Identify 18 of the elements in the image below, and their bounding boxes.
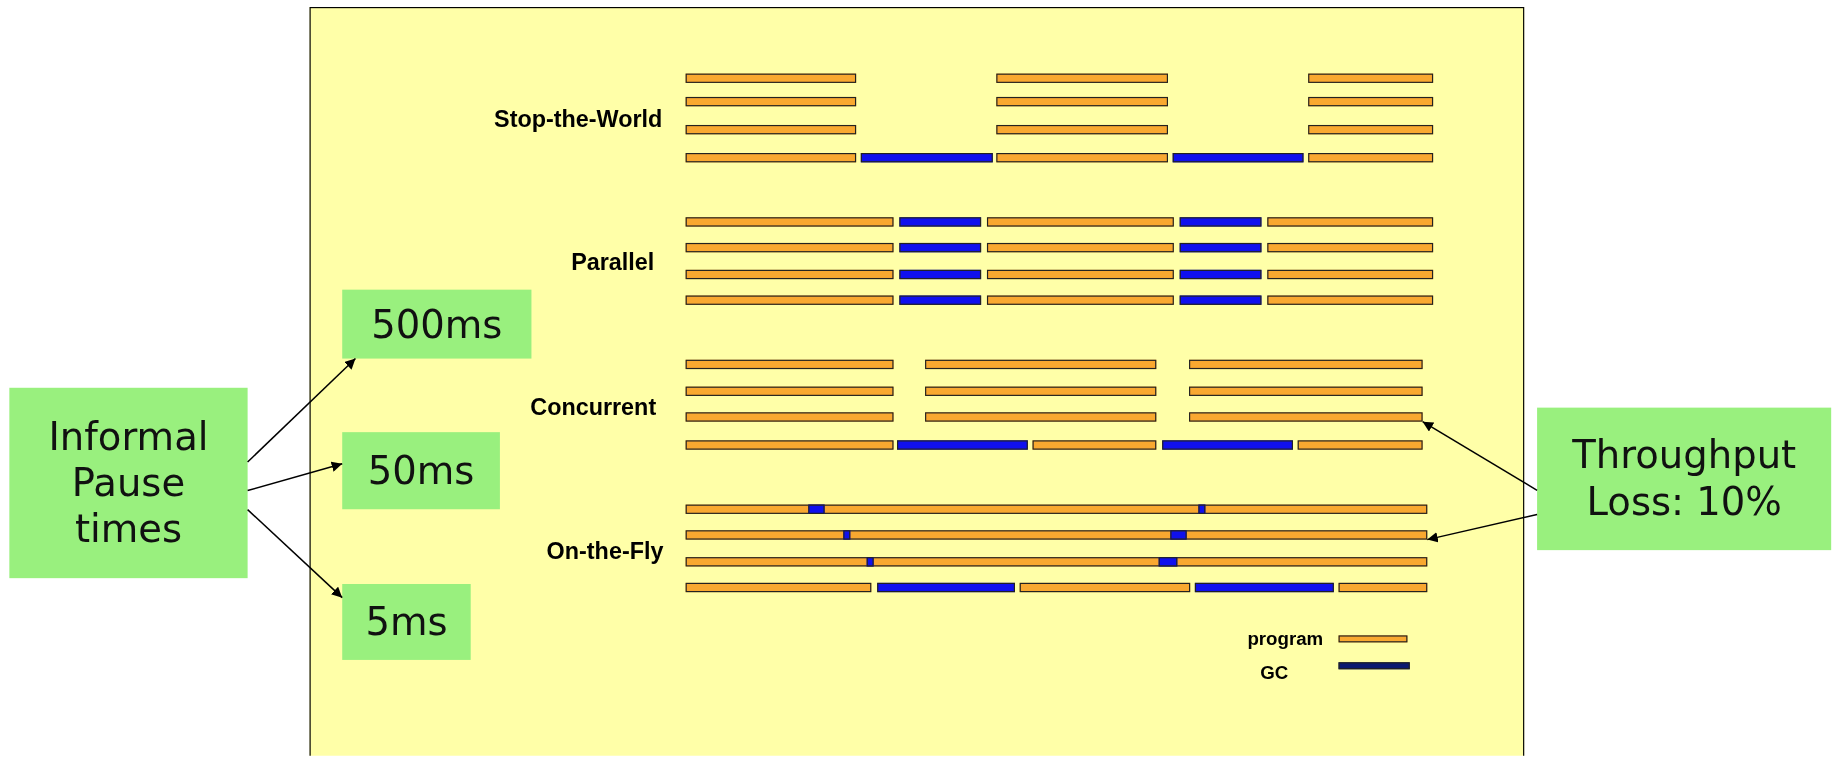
arrow — [246, 461, 343, 492]
row-label: Stop-the-World — [494, 106, 663, 134]
arrow — [1426, 513, 1538, 543]
arrow — [246, 508, 343, 599]
legend-label: program — [1247, 628, 1324, 650]
row-label: Parallel — [571, 248, 655, 276]
arrow — [1421, 420, 1538, 492]
callout-box: Throughput Loss: 10% — [1537, 407, 1832, 551]
callout-box: 50ms — [342, 432, 500, 510]
program-bar — [685, 530, 1428, 540]
legend-label: GC — [1260, 662, 1289, 684]
callout-box: Informal Pause times — [9, 387, 248, 579]
row-label: On-the-Fly — [546, 538, 664, 566]
row-label: Concurrent — [530, 393, 657, 421]
program-bar — [1189, 412, 1423, 422]
callout-box: 5ms — [342, 584, 471, 660]
callout-box: 500ms — [342, 289, 532, 359]
arrow — [246, 357, 357, 463]
